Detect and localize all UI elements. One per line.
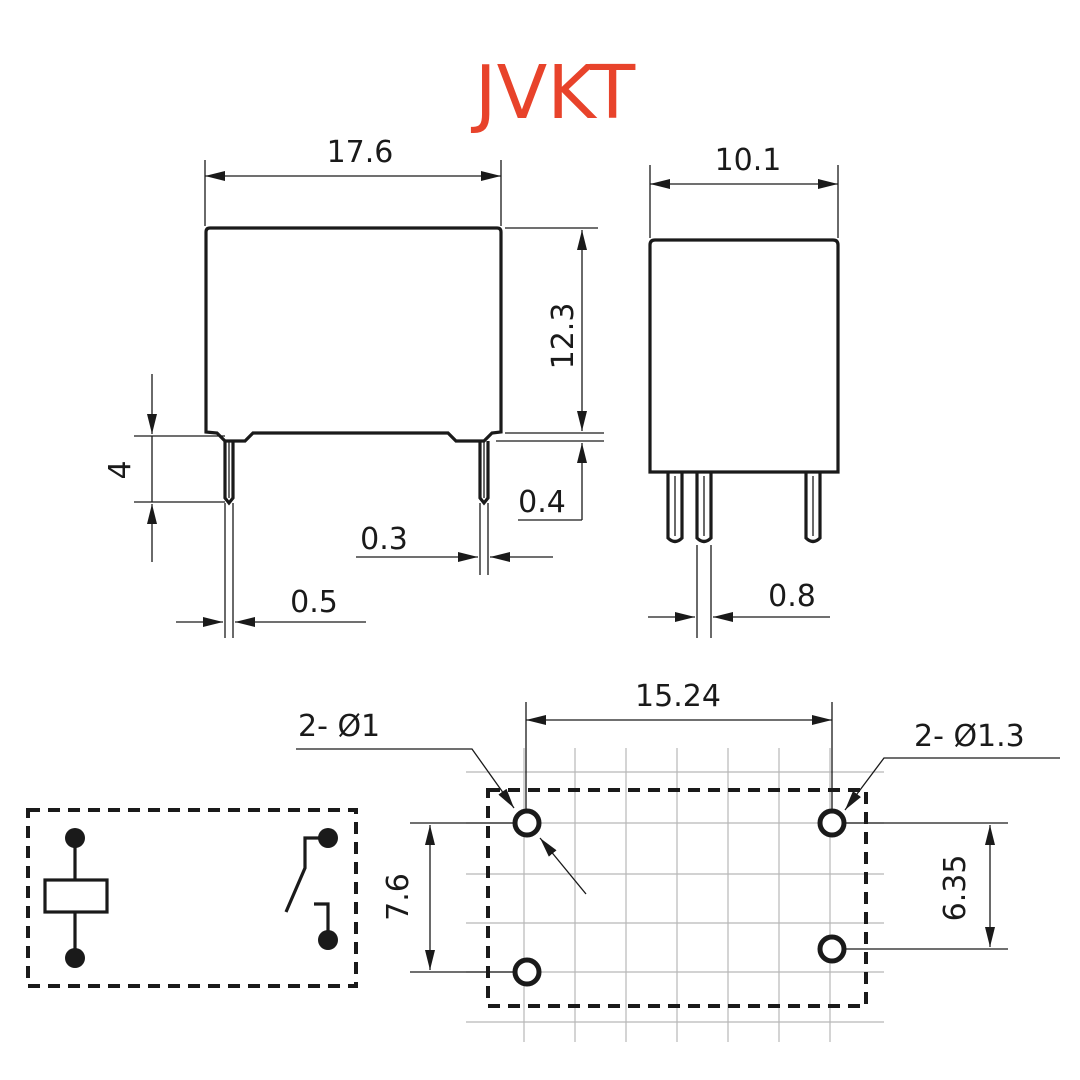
- coil-symbol: [43, 878, 109, 914]
- dim-pin-spacing-15-24: 15.24: [635, 679, 721, 714]
- right-pin: [478, 441, 490, 506]
- front-view: 17.6 12.3 0.4 4 0.3 0.5: [103, 135, 604, 638]
- side-view: 10.1 0.8: [648, 143, 840, 638]
- dim-pin-thickness-0-3: 0.3: [360, 522, 408, 557]
- pcb-grid: [466, 748, 884, 1042]
- dim-depth-10-1: 10.1: [715, 143, 782, 178]
- hole-top-right: [817, 808, 847, 838]
- relay-footprint-outline: [486, 788, 868, 1008]
- dim-left-spacing-7-6: 7.6: [381, 873, 416, 921]
- schematic-border: [26, 808, 358, 988]
- side-pin-3: [804, 472, 822, 544]
- left-pin: [223, 441, 235, 506]
- product-title: JVKT: [471, 50, 636, 136]
- dim-side-pin-width-0-8: 0.8: [768, 579, 816, 614]
- relay-schematic: [26, 808, 358, 988]
- dim-pin-width-0-5: 0.5: [290, 585, 338, 620]
- hole-bottom-right: [817, 934, 847, 964]
- side-pin-1: [666, 472, 684, 544]
- contact-switch-arm: [284, 836, 328, 913]
- hole-top-left: [512, 808, 542, 838]
- callout-small-holes: 2- Ø1: [298, 709, 380, 744]
- dim-width-17-6: 17.6: [327, 135, 394, 170]
- pcb-layout: 15.24 7.6 6.35 2- Ø1 2- Ø1.3: [296, 679, 1060, 1042]
- dim-height-12-3: 12.3: [546, 303, 581, 370]
- dim-standoff-0-4: 0.4: [518, 485, 566, 520]
- contact-fixed: [314, 902, 330, 940]
- dim-right-spacing-6-35: 6.35: [938, 855, 973, 922]
- dim-pin-length-4: 4: [103, 460, 138, 479]
- hole-bottom-left: [512, 957, 542, 987]
- side-pin-2: [695, 472, 713, 544]
- callout-large-holes: 2- Ø1.3: [914, 719, 1025, 754]
- relay-body-outline: [204, 226, 503, 443]
- relay-side-outline: [648, 238, 840, 474]
